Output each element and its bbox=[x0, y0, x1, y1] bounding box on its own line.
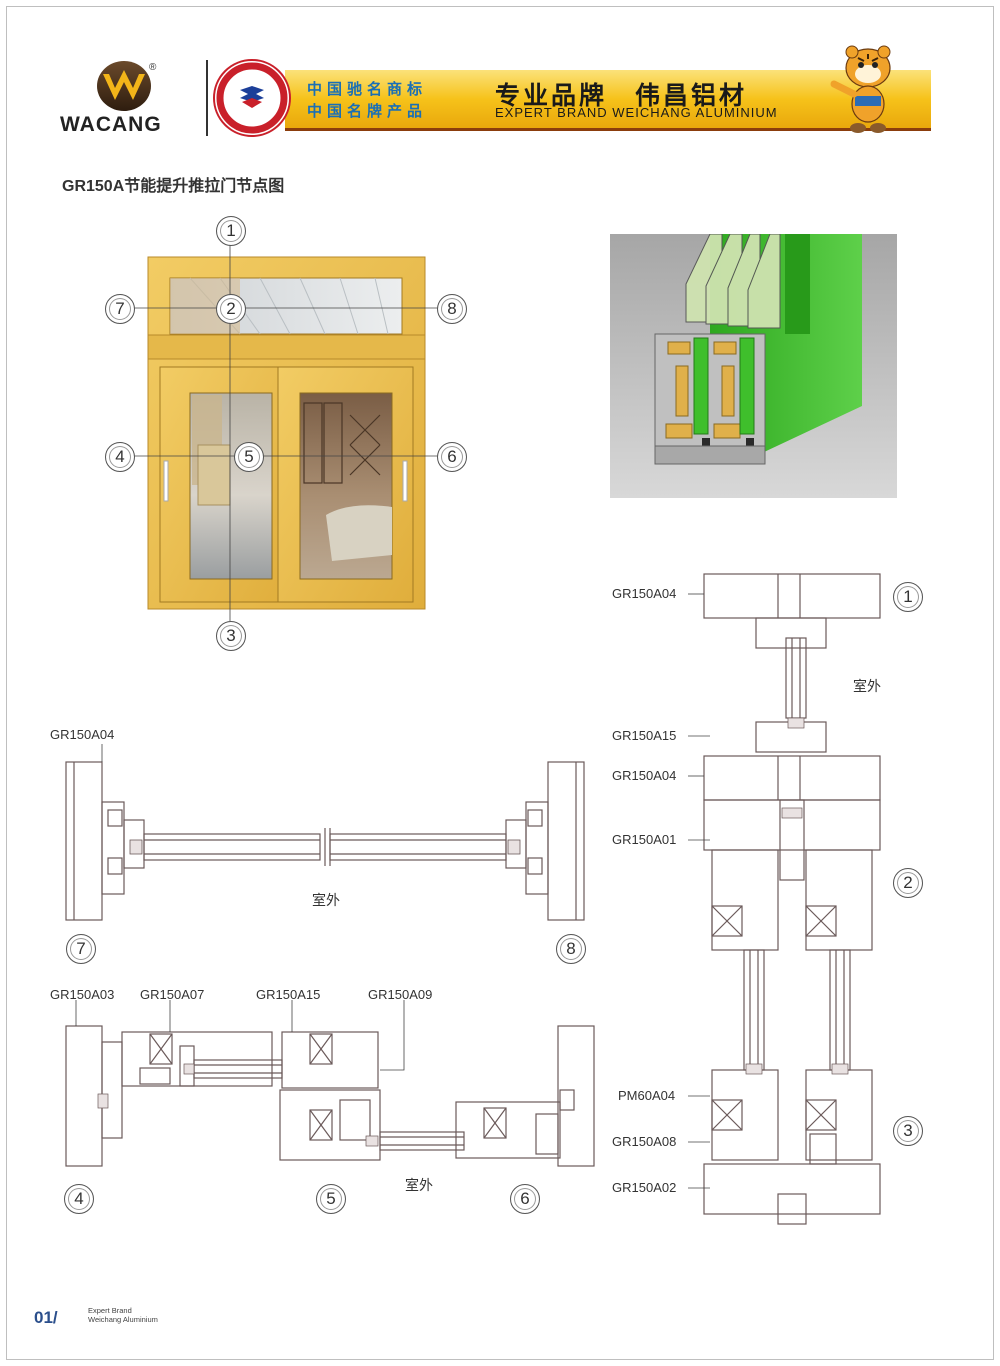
window-marker-6: 6 bbox=[437, 442, 467, 472]
banner-tag-top-brand: 中国名牌产品 bbox=[307, 103, 428, 120]
window-marker-1: 1 bbox=[216, 216, 246, 246]
brand-logo-text: WACANG bbox=[60, 113, 162, 136]
label-GR150A15-vertical: GR150A15 bbox=[612, 728, 677, 743]
header-banner: 中国驰名商标 中国名牌产品 专业品牌 伟昌铝材 EXPERT BRAND WEI… bbox=[285, 70, 931, 131]
label-GR150A15: GR150A15 bbox=[256, 987, 321, 1002]
page-title: GR150A节能提升推拉门节点图 bbox=[62, 178, 285, 195]
node-marker-7: 7 bbox=[66, 934, 96, 964]
profile-3d-render bbox=[610, 234, 897, 498]
footer-brand-text: Expert Brand Weichang Aluminium bbox=[88, 1306, 158, 1324]
page-border bbox=[6, 6, 994, 1360]
window-marker-4: 4 bbox=[105, 442, 135, 472]
label-GR150A08: GR150A08 bbox=[612, 1134, 677, 1149]
footer-line-2: Weichang Aluminium bbox=[88, 1315, 158, 1324]
header-divider bbox=[206, 60, 208, 136]
label-GR150A09: GR150A09 bbox=[368, 987, 433, 1002]
label-PM60A04: PM60A04 bbox=[618, 1088, 676, 1103]
label-2-GR150A04: GR150A04 bbox=[612, 768, 677, 783]
label-1-GR150A04: GR150A04 bbox=[612, 586, 677, 601]
china-top-brand-seal-icon: CHINA TOP BRAND bbox=[213, 59, 291, 137]
banner-tag-famous-trademark: 中国驰名商标 bbox=[307, 81, 428, 98]
window-marker-3: 3 bbox=[216, 621, 246, 651]
footer-line-1: Expert Brand bbox=[88, 1306, 132, 1315]
label-GR150A01: GR150A01 bbox=[612, 832, 677, 847]
node-marker-1: 1 bbox=[893, 582, 923, 612]
node-marker-3: 3 bbox=[893, 1116, 923, 1146]
window-marker-5: 5 bbox=[234, 442, 264, 472]
window-marker-8: 8 bbox=[437, 294, 467, 324]
node-marker-2: 2 bbox=[893, 868, 923, 898]
window-marker-2: 2 bbox=[216, 294, 246, 324]
registered-mark: ® bbox=[149, 62, 157, 73]
window-elevation-drawing bbox=[134, 245, 438, 621]
banner-main-slogan: 专业品牌 伟昌铝材 bbox=[495, 82, 748, 110]
label-GR150A07: GR150A07 bbox=[140, 987, 205, 1002]
window-marker-7: 7 bbox=[105, 294, 135, 324]
label-7-8-GR150A04: GR150A04 bbox=[50, 727, 115, 742]
node-marker-5: 5 bbox=[316, 1184, 346, 1214]
section-4-5-6-drawing bbox=[65, 1000, 595, 1167]
outdoor-label-4-5-6: 室外 bbox=[405, 1177, 433, 1193]
wacang-logo-icon bbox=[97, 61, 151, 111]
section-1-2-3-drawing bbox=[703, 573, 881, 1225]
banner-sub-slogan: EXPERT BRAND WEICHANG ALUMINIUM bbox=[495, 105, 778, 120]
tiger-mascot-icon bbox=[830, 45, 891, 133]
node-marker-6: 6 bbox=[510, 1184, 540, 1214]
label-GR150A03: GR150A03 bbox=[50, 987, 115, 1002]
outdoor-label-1-2-3: 室外 bbox=[853, 678, 881, 694]
node-marker-4: 4 bbox=[64, 1184, 94, 1214]
page-number: 01/ bbox=[34, 1308, 58, 1327]
outdoor-label-7-8: 室外 bbox=[312, 892, 340, 908]
node-marker-8: 8 bbox=[556, 934, 586, 964]
label-GR150A02: GR150A02 bbox=[612, 1180, 677, 1195]
section-7-8-drawing bbox=[65, 744, 585, 921]
section-1-2-3-leaders bbox=[688, 593, 710, 1189]
